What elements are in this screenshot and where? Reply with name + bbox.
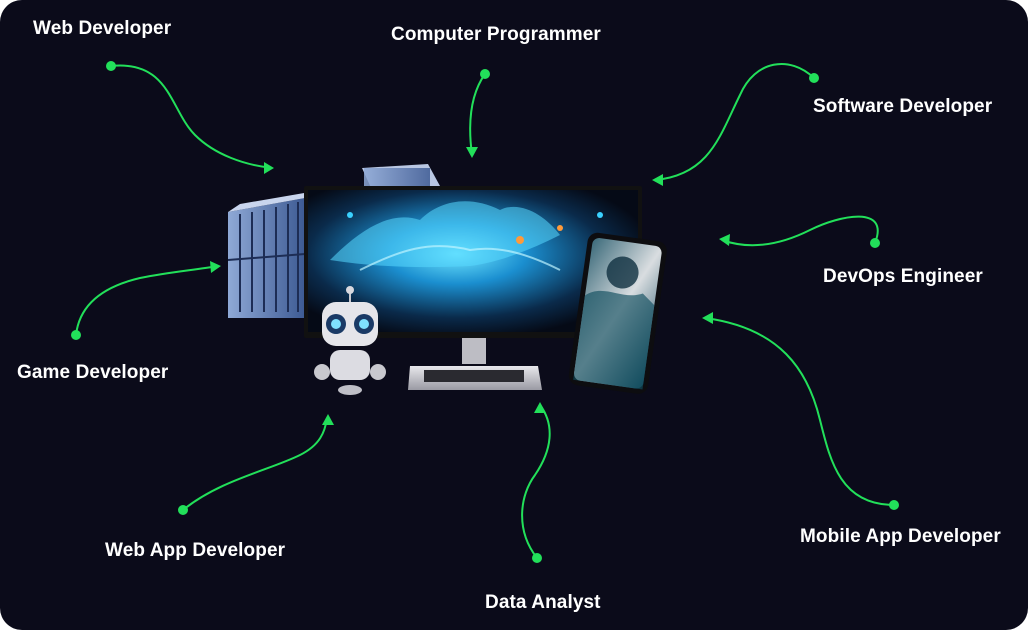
smartphone-icon <box>568 232 667 394</box>
connector-data-analyst <box>521 404 551 559</box>
node-web-developer <box>106 61 116 71</box>
label-mobile-app-developer: Mobile App Developer <box>800 526 1001 547</box>
label-web-developer: Web Developer <box>33 18 172 39</box>
robot-icon <box>314 286 386 395</box>
connector-web-app-developer <box>182 417 328 511</box>
server-top-icon <box>362 164 440 190</box>
arrow-devops-engineer <box>719 234 730 246</box>
arrow-web-developer <box>264 162 274 174</box>
server-rack-icon <box>227 192 310 318</box>
node-software-developer <box>809 73 819 83</box>
label-computer-programmer: Computer Programmer <box>391 24 601 45</box>
label-devops-engineer: DevOps Engineer <box>823 266 983 287</box>
arrow-software-developer <box>652 174 663 186</box>
arrow-computer-programmer <box>466 147 478 158</box>
connector-web-developer <box>110 64 273 169</box>
connector-software-developer <box>654 63 815 181</box>
label-web-app-developer: Web App Developer <box>105 540 286 561</box>
connector-devops-engineer <box>721 215 879 247</box>
connector-mobile-app-developer <box>704 317 895 506</box>
node-computer-programmer <box>480 69 490 79</box>
label-software-developer: Software Developer <box>813 96 993 117</box>
label-game-developer: Game Developer <box>17 362 169 383</box>
arrow-web-app-developer <box>322 414 334 425</box>
node-mobile-app-developer <box>889 500 899 510</box>
arrow-data-analyst <box>534 402 546 413</box>
arrow-game-developer <box>210 261 221 273</box>
node-data-analyst <box>532 553 542 563</box>
node-game-developer <box>71 330 81 340</box>
label-data-analyst: Data Analyst <box>485 592 601 613</box>
node-web-app-developer <box>178 505 188 515</box>
node-devops-engineer <box>870 238 880 248</box>
connector-game-developer <box>75 265 219 336</box>
arrow-mobile-app-developer <box>702 312 713 324</box>
connector-computer-programmer <box>469 73 486 156</box>
